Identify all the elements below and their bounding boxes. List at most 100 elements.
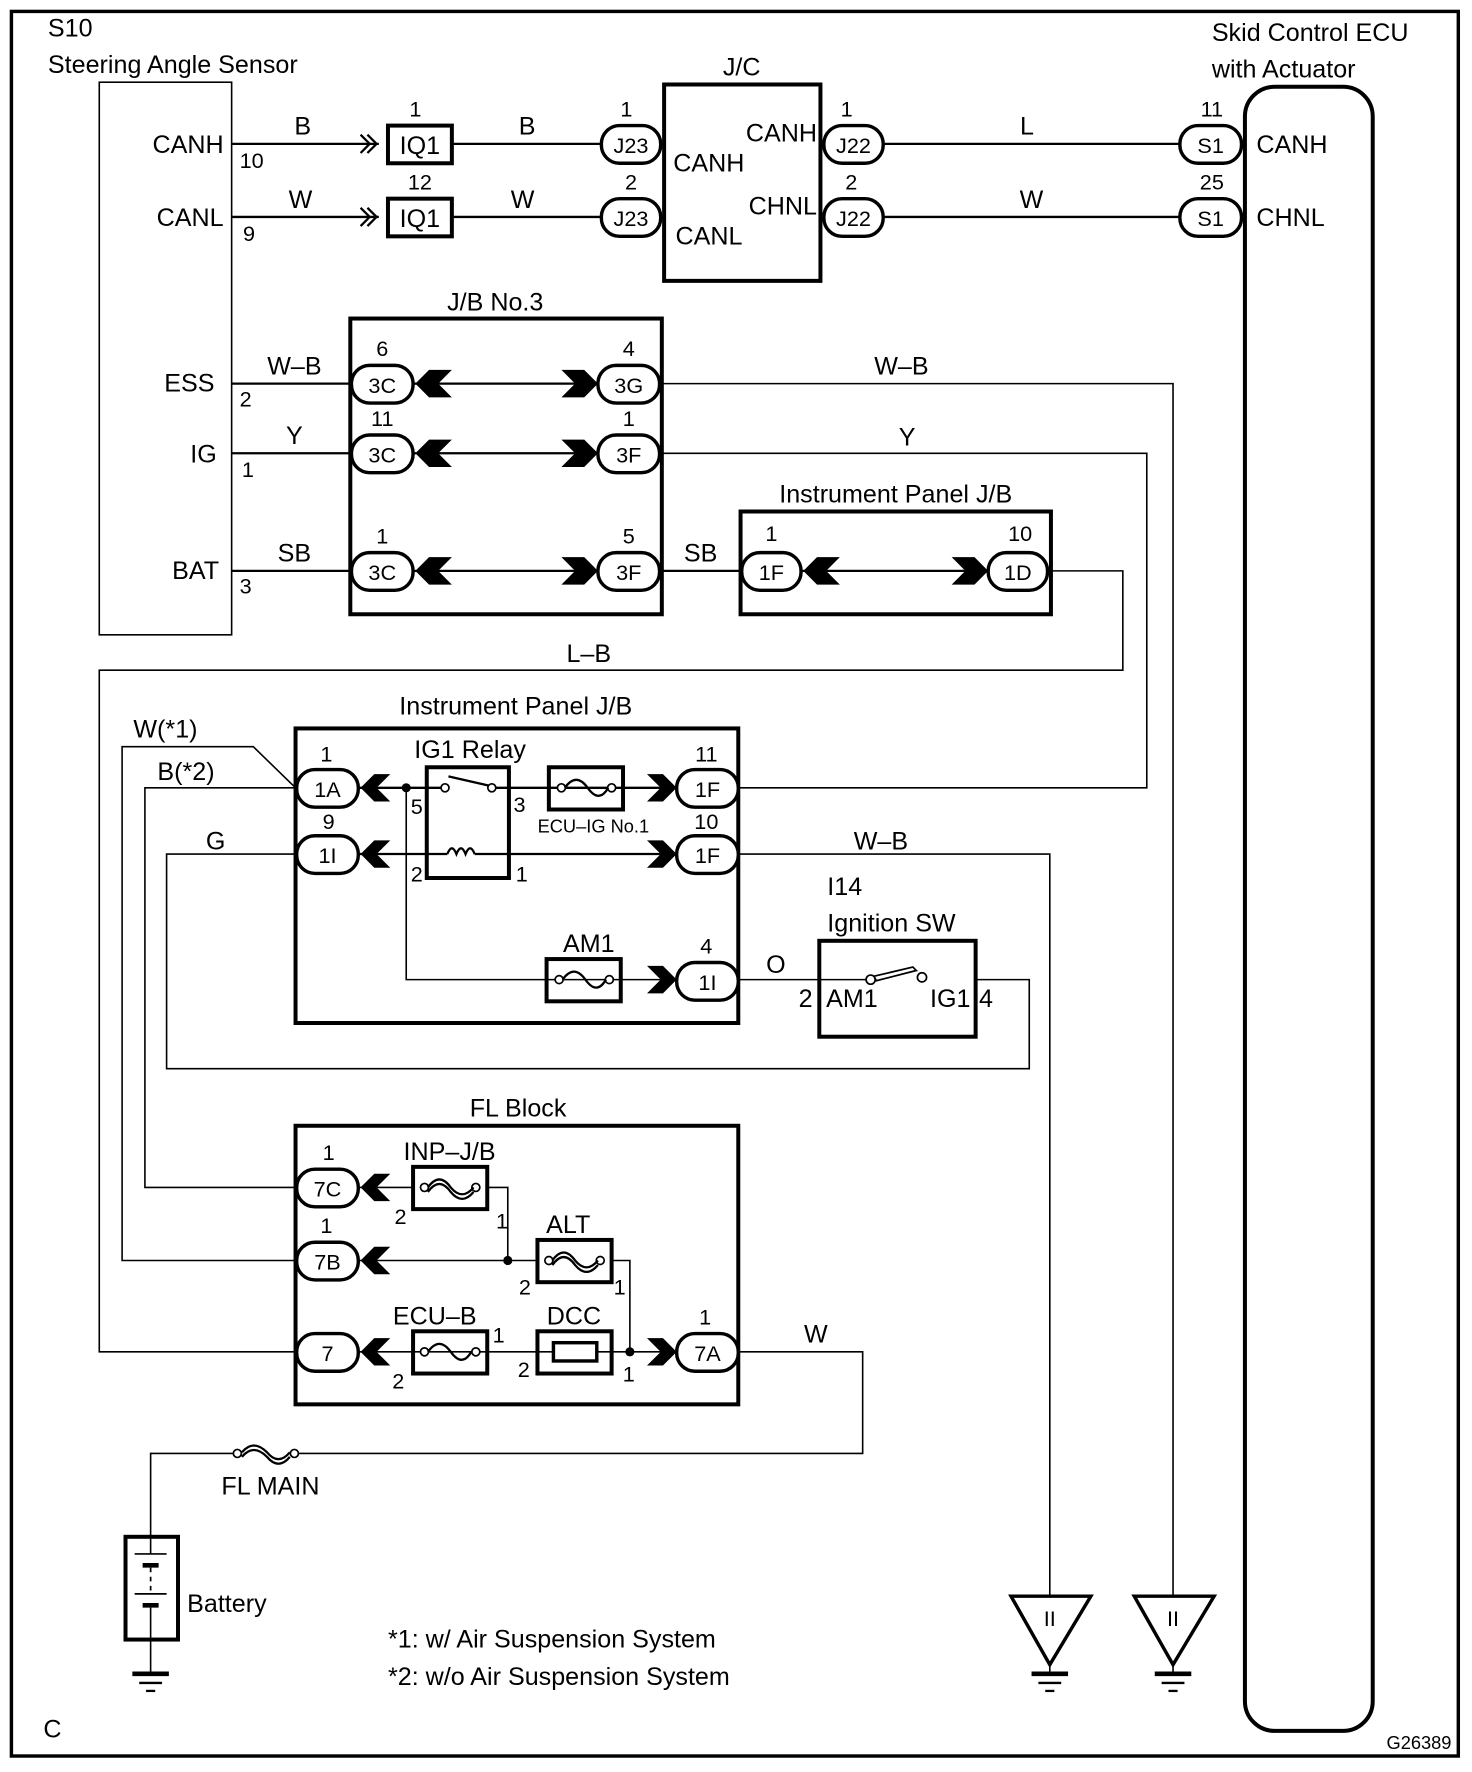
pin-num: 10: [694, 809, 718, 834]
footnote: *2: w/o Air Suspension System: [388, 1663, 730, 1691]
ground-icon: [132, 1671, 169, 1693]
wire-color: W: [289, 186, 313, 214]
ignition-pin: AM1: [826, 985, 878, 1013]
ground-point-1: II: [1008, 1594, 1094, 1693]
fuse-dcc: [535, 1329, 614, 1376]
pin-num: 9: [243, 221, 255, 246]
connector-code: 3F: [616, 560, 641, 585]
junction-connector: [662, 82, 823, 283]
connector-code: 7: [321, 1341, 333, 1366]
pin-num: 1: [765, 521, 777, 546]
pin-canl: CANL: [157, 204, 224, 232]
wire-color: W: [1020, 186, 1044, 214]
skid-control-ecu: [1242, 84, 1375, 1733]
pin-num: 10: [240, 148, 264, 173]
pin-num: 11: [371, 406, 393, 431]
relay-name: IG1 Relay: [414, 736, 526, 764]
footnote: *1: w/ Air Suspension System: [388, 1626, 716, 1654]
wire-color: B(*2): [157, 758, 214, 786]
pin-canh: CANH: [153, 131, 224, 159]
pin-num: 12: [408, 170, 432, 195]
pin-num: 4: [623, 336, 635, 361]
wire-color: SB: [278, 540, 311, 568]
pin-num: 1: [614, 1275, 626, 1300]
pin-ess: ESS: [164, 370, 214, 398]
connector-code: 1I: [318, 843, 336, 868]
terminal-arrow: [415, 439, 452, 467]
connector-code: 7B: [314, 1250, 341, 1275]
terminal-arrow: [415, 557, 452, 585]
pin-num: 1: [620, 96, 632, 121]
jc-label: CANH: [673, 149, 744, 177]
pin-num: 10: [1008, 521, 1032, 546]
wire-color: O: [766, 951, 786, 979]
pin-num: 11: [695, 742, 717, 767]
connector-code: 3C: [368, 373, 396, 398]
relay-pin: 1: [516, 861, 528, 886]
pin-num: 2: [519, 1275, 531, 1300]
wire-color: W: [804, 1321, 828, 1349]
jc-label: CHNL: [749, 193, 817, 221]
pin-num: 1: [841, 96, 853, 121]
connector-code: 3G: [614, 373, 643, 398]
jc-name: J/C: [723, 53, 761, 81]
pin-num: 9: [323, 809, 335, 834]
connector-code: 3C: [368, 442, 396, 467]
pin-ig: IG: [190, 440, 217, 468]
pin-num: 1: [493, 1323, 505, 1348]
ecu-name: Skid Control ECU: [1212, 19, 1409, 47]
wire-color: W–B: [854, 827, 908, 855]
ignition-switch: [817, 938, 978, 1039]
ecu-name: with Actuator: [1211, 56, 1356, 84]
connector-code: IQ1: [400, 205, 440, 233]
fuse-am1: [544, 957, 623, 1004]
ignition-pin: IG1: [930, 985, 970, 1013]
ignition-code: I14: [827, 873, 862, 901]
pin-num: 1: [496, 1209, 508, 1234]
pin-num: 2: [394, 1204, 406, 1229]
terminal-arrow: [561, 369, 598, 398]
wire-color: Y: [286, 422, 303, 450]
wire-color: G: [206, 827, 226, 855]
connector-code: 1F: [759, 560, 784, 585]
pin-num: 1: [320, 1213, 332, 1238]
fuse-ecu-b: [411, 1329, 490, 1376]
connector-code: S1: [1197, 133, 1224, 158]
pin-num: 1: [623, 406, 635, 431]
fuse-alt: [535, 1237, 614, 1285]
wire-color: Y: [899, 423, 916, 451]
wire-color: W–B: [874, 352, 928, 380]
fuse-name: ECU–IG No.1: [538, 815, 650, 836]
sensor-name: Steering Angle Sensor: [48, 51, 298, 79]
fuse-name: ECU–B: [393, 1302, 477, 1330]
pin-num: 2: [518, 1357, 530, 1382]
connector-code: IQ1: [400, 132, 440, 160]
jc-label: CANL: [676, 222, 743, 250]
wire-color: W: [511, 186, 535, 214]
wire-color: B: [294, 113, 311, 141]
ipjb-upper-name: Instrument Panel J/B: [779, 480, 1012, 508]
fuse-name: DCC: [547, 1302, 601, 1330]
pin-bat: BAT: [172, 557, 219, 585]
terminal-arrow: [561, 439, 598, 467]
relay-pin: 3: [513, 792, 525, 817]
figure-id: G26389: [1387, 1732, 1452, 1753]
pin-num: 5: [623, 523, 635, 548]
pin-num: 1: [623, 1362, 635, 1387]
connector-code: 1I: [698, 970, 716, 995]
ground-point-2: II: [1131, 1594, 1218, 1693]
pin-num: 25: [1200, 170, 1224, 195]
terminal-arrow: [561, 557, 598, 585]
ipjb-lower-name: Instrument Panel J/B: [399, 693, 632, 721]
diagram-frame: [9, 9, 1461, 1758]
fuse-ecu-ig: [546, 765, 626, 812]
pin-num: 1: [699, 1304, 711, 1329]
svg-text:II: II: [1044, 1606, 1056, 1631]
pin-num: 2: [845, 170, 857, 195]
pin-num: 4: [979, 985, 993, 1013]
connector-code: 1F: [695, 777, 720, 802]
relay-pin: 5: [411, 794, 423, 819]
connector-code: 3C: [368, 560, 396, 585]
connector-code: 1F: [695, 843, 720, 868]
